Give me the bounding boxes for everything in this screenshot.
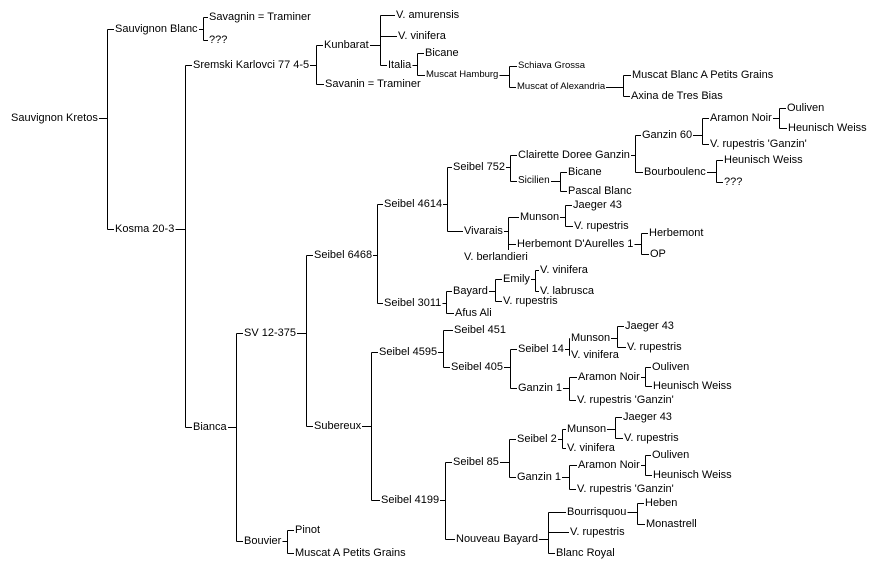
node-n55: Jaeger 43 — [624, 319, 675, 333]
node-n70: Ganzin 1 — [516, 470, 563, 484]
node-n44: Emily — [502, 272, 531, 286]
node-n76: Bourrisquou — [566, 505, 628, 519]
node-root: Sauvignon Kretos — [10, 111, 99, 125]
node-n60: Ouliven — [651, 360, 691, 374]
node-n26: Heunisch Weiss — [787, 121, 868, 135]
node-n74: V. rupestris 'Ganzin' — [576, 482, 675, 496]
node-n56: V. rupestris — [626, 340, 683, 354]
node-n51: Seibel 451 — [453, 323, 507, 337]
node-n32: Bicane — [567, 165, 603, 179]
node-n41: V. berlandieri — [463, 250, 529, 264]
node-n4: Kosma 20-3 — [114, 222, 176, 236]
node-n52: Seibel 405 — [450, 360, 504, 374]
node-n75: Nouveau Bayard — [455, 532, 539, 546]
node-n17: Bianca — [192, 420, 228, 434]
node-n73: Heunisch Weiss — [652, 468, 733, 482]
node-n68: V. rupestris — [623, 431, 680, 445]
node-n62: V. rupestris 'Ganzin' — [576, 393, 675, 407]
node-n20: Seibel 4614 — [383, 197, 444, 211]
node-n59: Aramon Noir — [577, 370, 641, 384]
node-n65: Seibel 2 — [516, 432, 558, 446]
node-n35: Munson — [519, 210, 561, 224]
node-n30: ??? — [723, 175, 744, 189]
node-n82: Pinot — [294, 523, 322, 537]
node-n13: Muscat of Alexandria — [516, 80, 607, 94]
node-n54: Munson — [570, 331, 612, 345]
node-n80: Blanc Royal — [555, 546, 616, 560]
node-n33: Pascal Blanc — [567, 184, 633, 198]
node-n10: Bicane — [424, 46, 460, 60]
node-n50: Seibel 4595 — [378, 345, 439, 359]
node-n40: OP — [649, 247, 667, 261]
node-n38: Herbemont D'Aurelles 1 — [516, 237, 635, 251]
node-n48: Afus Ali — [454, 306, 493, 320]
node-n61: Heunisch Weiss — [652, 379, 733, 393]
node-n27: V. rupestris 'Ganzin' — [709, 137, 808, 151]
node-n83: Muscat A Petits Grains — [294, 546, 407, 560]
node-n18: SV 12-375 — [243, 326, 297, 340]
node-n64: Seibel 85 — [452, 455, 500, 469]
node-n53: Seibel 14 — [517, 342, 565, 356]
node-n5: Sremski Karlovci 77 4-5 — [192, 58, 311, 72]
node-n11: Muscat Hamburg — [425, 68, 500, 82]
node-n79: V. rupestris — [569, 525, 626, 539]
node-n57: V. vinifera — [570, 348, 620, 362]
node-n42: Seibel 3011 — [383, 296, 443, 310]
node-n49: Subereux — [313, 419, 363, 433]
node-n34: Vivarais — [463, 224, 504, 238]
node-n45: V. vinifera — [539, 263, 589, 277]
node-n39: Herbemont — [648, 226, 705, 240]
node-n21: Seibel 752 — [452, 160, 506, 174]
node-n36: Jaeger 43 — [572, 198, 623, 212]
node-n67: Jaeger 43 — [622, 410, 673, 424]
node-n69: V. vinifera — [566, 441, 616, 455]
node-n24: Aramon Noir — [709, 111, 773, 125]
node-n37: V. rupestris — [573, 219, 630, 233]
node-n9: Italia — [387, 58, 413, 72]
node-n66: Munson — [566, 422, 608, 436]
node-n2: Savagnin = Traminer — [208, 10, 312, 24]
node-n29: Heunisch Weiss — [723, 153, 804, 167]
node-n63: Seibel 4199 — [380, 493, 441, 507]
node-n81: Bouvier — [243, 534, 283, 548]
node-n58: Ganzin 1 — [517, 381, 564, 395]
node-n22: Clairette Doree Ganzin — [517, 148, 631, 162]
node-n1: Sauvignon Blanc — [114, 22, 199, 36]
node-n25: Ouliven — [786, 101, 826, 115]
node-n78: Monastrell — [645, 517, 698, 531]
node-n23: Ganzin 60 — [641, 128, 694, 142]
node-n19: Seibel 6468 — [313, 248, 374, 262]
node-n12: Schiava Grossa — [517, 59, 587, 73]
node-n71: Aramon Noir — [577, 458, 641, 472]
node-n7: V. amurensis — [395, 8, 461, 22]
node-n28: Bourboulenc — [643, 165, 707, 179]
node-n43: Bayard — [452, 284, 489, 298]
node-n77: Heben — [644, 496, 679, 510]
node-n14: Muscat Blanc A Petits Grains — [631, 68, 775, 82]
node-n31: Sicilien — [517, 174, 551, 188]
node-n6: Kunbarat — [323, 38, 370, 52]
node-n16: Savanin = Traminer — [324, 77, 422, 91]
node-n8: V. vinifera — [397, 29, 447, 43]
node-n3: ??? — [208, 33, 229, 47]
node-n15: Axina de Tres Bias — [630, 89, 724, 103]
node-n72: Ouliven — [651, 448, 691, 462]
node-n47: V. rupestris — [502, 294, 559, 308]
